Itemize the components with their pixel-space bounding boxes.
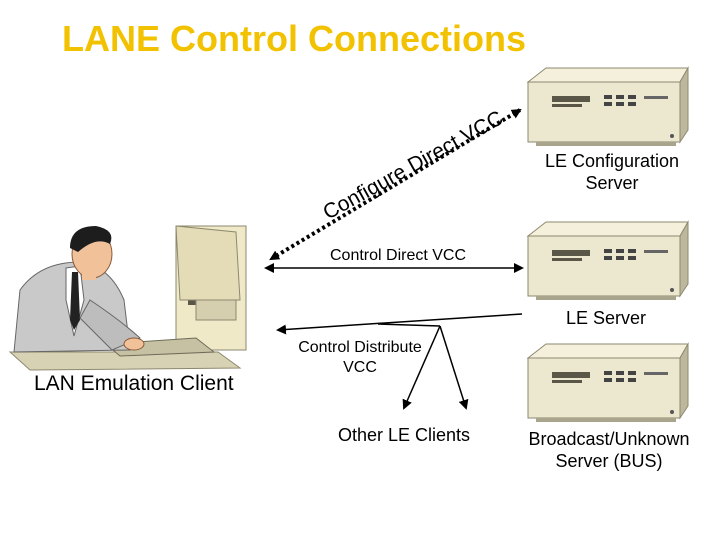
configure-direct-vcc-label: Configure Direct VCC <box>319 106 507 224</box>
control-distribute-to-client-arrow <box>276 313 523 335</box>
configure-direct-vcc-arrow <box>269 108 522 261</box>
bus-server-label-line1: Broadcast/Unknown <box>528 429 690 449</box>
other-clients-label: Other LE Clients <box>338 425 471 445</box>
control-distribute-split-line <box>377 323 441 327</box>
control-distribute-label-line1: Control Distribute <box>298 339 422 356</box>
config-server-label: LE Configuration Server <box>530 150 694 194</box>
other-clients-arrow-left <box>402 325 441 410</box>
client-label: LAN Emulation Client <box>34 372 234 395</box>
config-server-label-line2: Server <box>585 173 639 193</box>
le-server-icon <box>527 221 689 301</box>
control-direct-vcc-label: Control Direct VCC <box>330 247 467 264</box>
other-clients-arrow-right <box>439 325 469 410</box>
bus-server-label-line2: Server (BUS) <box>555 451 663 471</box>
page-title: LANE Control Connections <box>62 18 526 59</box>
control-distribute-vcc-label: Control Distribute VCC <box>290 338 430 378</box>
control-distribute-label-line2: VCC <box>343 359 377 376</box>
le-server-label: LE Server <box>566 308 647 328</box>
config-server-label-line1: LE Configuration <box>544 151 680 171</box>
bus-server-label: Broadcast/Unknown Server (BUS) <box>514 428 704 472</box>
bus-server-icon <box>527 343 689 423</box>
person-at-computer-icon <box>8 225 247 371</box>
config-server-icon <box>527 67 689 147</box>
